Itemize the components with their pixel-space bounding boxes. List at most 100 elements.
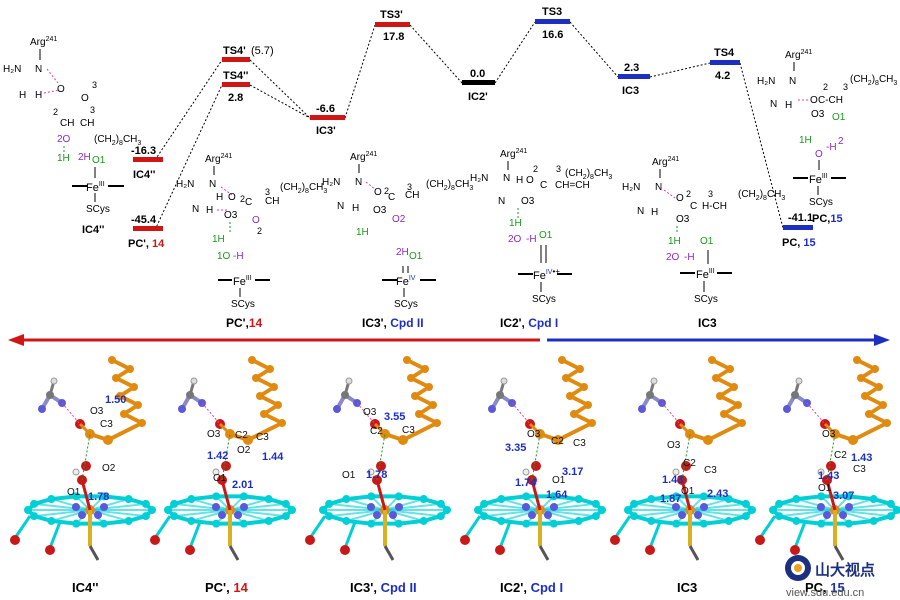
svg-text:H: H <box>206 205 213 216</box>
heme-spoke <box>796 498 836 511</box>
label-pc: PC, 15 <box>782 237 816 249</box>
cys-tail <box>228 545 240 561</box>
heme-atom <box>394 519 403 528</box>
svg-text:H: H <box>216 192 223 203</box>
svg-text:1H: 1H <box>356 227 369 238</box>
heme-spoke <box>689 509 746 518</box>
heme-bond <box>848 494 874 502</box>
svg-text:Arg241: Arg241 <box>350 151 377 163</box>
heme-spoke <box>174 509 231 518</box>
heme-spoke <box>384 509 441 518</box>
energy-ic3: 2.3 <box>624 62 639 74</box>
o2-atom <box>221 461 231 471</box>
heme-atom <box>474 506 482 514</box>
heme-spoke <box>634 502 691 511</box>
o2-atom <box>681 461 691 471</box>
heme-atom <box>480 512 489 521</box>
heme-atom <box>47 495 56 504</box>
heme-atom <box>264 495 273 504</box>
heme-atom <box>724 516 733 525</box>
svg-text:O3: O3 <box>363 407 377 418</box>
heme-atom <box>869 516 878 525</box>
scheme-ic3p: Arg241 H₂N N N H O 2 C 3 CH (CH2)8CH3 O3… <box>322 151 473 330</box>
heme-atom <box>817 492 826 501</box>
label-ic4pp: IC4'' <box>133 169 156 181</box>
distance-labels: 1.50 1.78 1.42 1.44 2.01 3.55 1.78 3.35 … <box>88 394 872 505</box>
level-ic3p <box>310 115 345 120</box>
level-pc <box>783 225 813 230</box>
label-ts4: TS4 <box>714 47 735 59</box>
fe-o-bond <box>530 479 542 511</box>
arg-nitrogen <box>38 405 46 413</box>
svg-text:1H: 1H <box>212 234 225 245</box>
heme-atom <box>419 516 428 525</box>
svg-text:1.50: 1.50 <box>105 394 126 406</box>
heme-atom <box>869 495 878 504</box>
svg-text:1.78: 1.78 <box>88 491 109 503</box>
nitrogen-atom <box>94 511 102 519</box>
oxygen-atom <box>340 545 350 555</box>
svg-text:O3: O3 <box>676 214 690 225</box>
scheme-label-pc: PC,15 <box>812 213 843 225</box>
heme-spoke <box>634 509 691 518</box>
svg-text:1.43: 1.43 <box>662 474 683 486</box>
svg-text:3.17: 3.17 <box>562 466 583 478</box>
heme-atom <box>239 492 248 501</box>
svg-text:1H: 1H <box>509 218 522 229</box>
svg-text:N: N <box>637 206 644 217</box>
heme-spoke <box>779 509 836 518</box>
arg-hydrogen <box>795 377 803 385</box>
svg-text:SCys: SCys <box>86 204 110 215</box>
arg-carbon <box>646 391 654 399</box>
level-ts4p <box>222 57 250 62</box>
fe-o-bond <box>825 479 837 511</box>
scheme-ic2p: Arg241 H₂N N N H 2 O C CH=CH 3 (CH2)8CH3… <box>470 148 612 330</box>
heme-atom <box>170 512 179 521</box>
svg-text:O1: O1 <box>213 473 227 484</box>
svg-text:H₂N: H₂N <box>176 179 194 190</box>
svg-text:H₂N: H₂N <box>757 76 775 87</box>
heme-spoke <box>384 498 424 511</box>
svg-text:O: O <box>252 215 260 226</box>
heme-atom <box>699 519 708 528</box>
hydrogen-atom <box>522 468 530 476</box>
nitrogen-atom <box>544 511 552 519</box>
label-ts4p: TS4' <box>223 45 246 57</box>
svg-text:H: H <box>35 90 42 101</box>
energy-ic2p: 0.0 <box>470 68 485 80</box>
heme-spoke <box>34 509 91 518</box>
hydrogen-atom <box>672 468 680 476</box>
heme-atom <box>212 519 221 528</box>
svg-text:C3: C3 <box>853 464 866 475</box>
heme-atom <box>497 516 506 525</box>
svg-text:H: H <box>352 203 359 214</box>
svg-text:1H: 1H <box>668 236 681 247</box>
blue-arrowhead-icon <box>874 334 890 346</box>
energy-ic3p: -6.6 <box>316 103 335 115</box>
arg-hydrogen <box>500 377 508 385</box>
heme-spoke <box>229 502 286 511</box>
propionate-bond <box>758 515 777 539</box>
heme-atom <box>319 506 327 514</box>
svg-text:C3: C3 <box>100 419 113 430</box>
heme-spoke <box>539 498 579 511</box>
heme-atom <box>342 495 351 504</box>
propionate-bond <box>463 515 482 539</box>
heme-spoke <box>89 509 146 518</box>
heme-atom <box>187 495 196 504</box>
oxygen-atom <box>305 535 315 545</box>
fe-o-bond <box>680 479 692 511</box>
svg-text:C-CH: C-CH <box>818 95 843 106</box>
svg-text:3: 3 <box>90 105 95 115</box>
heme-spoke <box>834 498 874 511</box>
svg-text:O: O <box>228 192 236 203</box>
hydrogen-atom <box>367 468 375 476</box>
heme-bond <box>796 494 822 502</box>
svg-text:O1: O1 <box>681 486 695 497</box>
heme-spoke <box>834 502 891 511</box>
svg-text:3: 3 <box>556 164 561 174</box>
oxygen-atom <box>460 535 470 545</box>
heme-spoke <box>34 502 91 511</box>
svg-text:-H: -H <box>233 251 244 262</box>
heme-atom <box>367 519 376 528</box>
